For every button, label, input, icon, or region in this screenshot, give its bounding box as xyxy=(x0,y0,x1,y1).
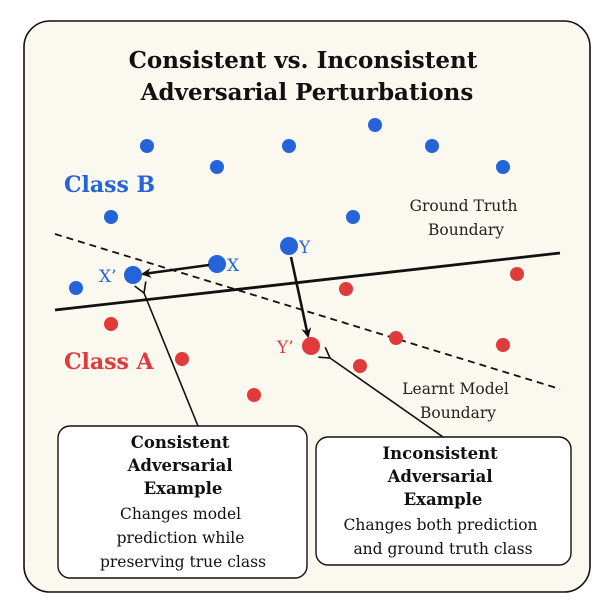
class-b-point xyxy=(104,210,118,224)
inconsistent-heading-line-3: Example xyxy=(404,490,483,509)
learnt-model-boundary-line xyxy=(54,251,561,312)
inconsistent-callout-arrow xyxy=(318,347,444,438)
point-y xyxy=(280,237,298,255)
inconsistent-body-line-1: Changes both prediction xyxy=(344,516,538,534)
ground-truth-boundary-label: Ground Truth Boundary xyxy=(410,197,523,239)
point-y-label: Y xyxy=(298,238,311,258)
inconsistent-box-heading: Inconsistent Adversarial Example xyxy=(382,444,503,509)
consistent-heading-line-3: Example xyxy=(144,479,223,498)
diagram-title: Consistent vs. Inconsistent Adversarial … xyxy=(129,47,486,106)
title-line-1: Consistent vs. Inconsistent xyxy=(129,47,478,74)
consistent-body-line-2: prediction while xyxy=(117,529,245,547)
inconsistent-heading-line-2: Adversarial xyxy=(387,467,493,486)
class-a-point xyxy=(389,331,403,345)
consistent-body-line-1: Changes model xyxy=(120,505,241,523)
ground-truth-boundary-line xyxy=(54,233,561,390)
point-x xyxy=(208,255,226,273)
class-a-point xyxy=(104,317,118,331)
inconsistent-body-line-2: and ground truth class xyxy=(353,540,532,558)
learnt-model-line-2: Boundary xyxy=(420,404,496,422)
class-a-point xyxy=(247,388,261,402)
inconsistent-box-body: Changes both prediction and ground truth… xyxy=(344,516,543,558)
perturbation-arrow-y xyxy=(289,256,312,338)
class-a-point xyxy=(353,359,367,373)
class-a-point xyxy=(496,338,510,352)
class-a-points xyxy=(104,267,524,402)
point-x-prime xyxy=(124,266,142,284)
perturbation-arrow-x xyxy=(141,263,210,278)
class-b-point xyxy=(496,160,510,174)
consistent-heading-line-2: Adversarial xyxy=(127,456,233,475)
class-b-points xyxy=(69,118,510,295)
consistent-heading-line-1: Consistent xyxy=(131,433,230,452)
point-y-prime xyxy=(302,337,320,355)
class-b-label: Class B xyxy=(64,172,155,198)
class-b-point xyxy=(282,139,296,153)
title-line-2: Adversarial Perturbations xyxy=(140,79,474,106)
consistent-callout-arrow xyxy=(134,281,199,427)
consistent-example-box: Consistent Adversarial Example Changes m… xyxy=(57,425,308,579)
inconsistent-heading-line-1: Inconsistent xyxy=(382,444,498,463)
class-a-point xyxy=(510,267,524,281)
consistent-box-heading: Consistent Adversarial Example xyxy=(127,433,239,498)
inconsistent-example-box: Inconsistent Adversarial Example Changes… xyxy=(315,436,572,566)
class-b-point xyxy=(210,160,224,174)
class-b-point xyxy=(346,210,360,224)
class-b-point xyxy=(368,118,382,132)
consistent-body-line-3: preserving true class xyxy=(100,553,266,571)
class-a-label: Class A xyxy=(64,349,155,375)
ground-truth-line-2: Boundary xyxy=(428,221,504,239)
point-y-prime-label: Y’ xyxy=(276,338,294,358)
class-b-point xyxy=(69,281,83,295)
class-a-point xyxy=(339,282,353,296)
point-x-label: X xyxy=(227,256,240,276)
class-b-point xyxy=(140,139,154,153)
learnt-model-boundary-label: Learnt Model Boundary xyxy=(402,380,513,422)
consistent-box-body: Changes model prediction while preservin… xyxy=(100,505,266,571)
point-x-prime-label: X’ xyxy=(99,267,117,287)
ground-truth-line-1: Ground Truth xyxy=(410,197,518,215)
learnt-model-line-1: Learnt Model xyxy=(402,380,509,398)
class-b-point xyxy=(425,139,439,153)
class-a-point xyxy=(175,352,189,366)
